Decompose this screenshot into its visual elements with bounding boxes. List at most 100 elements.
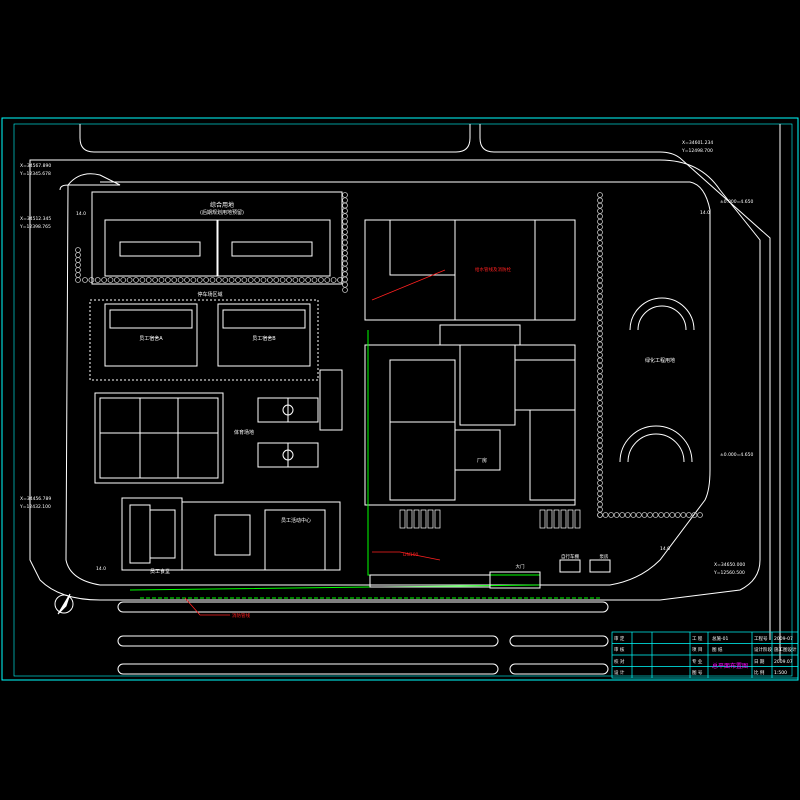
bottom-road-strips [117, 601, 609, 675]
tree-icon [75, 247, 81, 253]
tree-icon [215, 277, 222, 283]
tree-icon [342, 197, 348, 204]
tb-r2c1: 审 核 [614, 646, 625, 653]
tree-icon [266, 277, 273, 283]
tree-icon [164, 277, 171, 283]
tree-icon [630, 512, 637, 518]
tree-icon [608, 512, 615, 518]
tree-icon [75, 272, 81, 278]
tree-icon [685, 512, 692, 518]
tree-icon [597, 400, 603, 406]
coord-annotations: X=34567.890 Y=12345.678 X=34512.345 Y=12… [19, 140, 753, 576]
loading-dock [560, 509, 567, 529]
tree-icon [75, 267, 81, 273]
tree-icon [597, 373, 603, 380]
tb-v4: 1:500 [774, 670, 787, 676]
tree-icon [305, 277, 312, 283]
tree-icon [597, 234, 603, 241]
coord-7: X=34601.234 [682, 140, 713, 146]
tree-icon [94, 277, 101, 283]
tree-icon [663, 512, 670, 518]
loading-dock [553, 509, 560, 529]
east-arches [619, 297, 695, 463]
tree-icon [342, 213, 348, 220]
tree-icon [247, 277, 254, 283]
tree-icon [203, 277, 210, 283]
coord-4: Y=12398.765 [19, 224, 51, 230]
tree-icon [286, 277, 292, 283]
tb-r1c3: 工 程 [692, 635, 703, 642]
parking-zone-label: 停车场区域 [197, 291, 222, 298]
tree-icon [597, 368, 603, 374]
tree-icon [342, 265, 348, 272]
tree-icon [597, 336, 603, 342]
tree-icon [597, 213, 603, 220]
tree-icon [298, 277, 305, 283]
loading-dock [420, 509, 427, 529]
tree-icon [597, 405, 603, 412]
tree-icon [597, 506, 603, 513]
tree-icon [597, 458, 603, 465]
tree-icon [652, 512, 659, 518]
tree-icon [597, 298, 603, 305]
tb-r4c5: 比 例 [754, 669, 765, 676]
tree-icon [597, 250, 603, 257]
tree-icon [342, 260, 348, 267]
tree-icon [133, 277, 139, 283]
elev-1: ±0.000=4.650 [720, 199, 753, 205]
dorm-a-label: 员工宿舍A [139, 335, 163, 342]
factory-label: 厂房 [477, 457, 487, 464]
loading-dock [546, 509, 553, 529]
dormitories [89, 299, 319, 381]
loading-dock [574, 509, 581, 529]
loading-dock [406, 509, 413, 529]
tree-icon [342, 218, 348, 225]
tree-icon [674, 512, 681, 518]
tree-icon [324, 277, 331, 283]
tb-r1c1: 审 定 [614, 635, 625, 642]
tree-icon [342, 250, 348, 256]
tree-icon [597, 314, 603, 321]
tree-icon [597, 394, 603, 401]
tree-icon [597, 245, 603, 252]
tree-icon [120, 277, 127, 283]
coord-3: X=34512.345 [20, 216, 51, 222]
loading-dock [413, 509, 420, 529]
tree-icon [342, 192, 348, 198]
tree-icon [342, 229, 348, 235]
tree-icon [597, 320, 603, 326]
tree-icon [317, 277, 324, 283]
tree-icon [597, 256, 603, 262]
tb-v2: 施工图设计 [774, 646, 797, 653]
tree-icon [222, 277, 229, 283]
pump-room-label: 泵房 [600, 553, 609, 560]
tree-icon [597, 421, 603, 428]
tree-icon [82, 277, 88, 283]
tree-icon [342, 276, 348, 283]
coord-6: Y=12432.100 [19, 504, 51, 510]
tree-icon [597, 474, 603, 481]
tree-icon [597, 346, 603, 353]
tree-icon [597, 416, 603, 422]
tree-icon [292, 277, 299, 283]
tree-icon [597, 208, 603, 214]
loading-docks [399, 509, 581, 529]
tree-icon [597, 384, 603, 390]
tree-icon [597, 410, 603, 417]
tb-v6: 图 纸 [712, 646, 723, 653]
tree-icon [597, 192, 603, 198]
green-zone-label: 绿化工程用地 [645, 357, 675, 364]
pipe-label-1: 给水管线及消防栓 [475, 266, 511, 273]
tb-v1: 2009-07 [774, 636, 793, 642]
tree-icon [597, 197, 603, 204]
loading-dock [399, 509, 406, 529]
tree-icon [597, 272, 603, 278]
tree-icon [241, 277, 248, 283]
tree-icon [597, 266, 603, 273]
tree-icon [152, 277, 159, 283]
tree-icon [597, 277, 603, 284]
guard-house [319, 369, 343, 431]
tree-icon [139, 277, 146, 283]
tree-icon [228, 277, 235, 283]
